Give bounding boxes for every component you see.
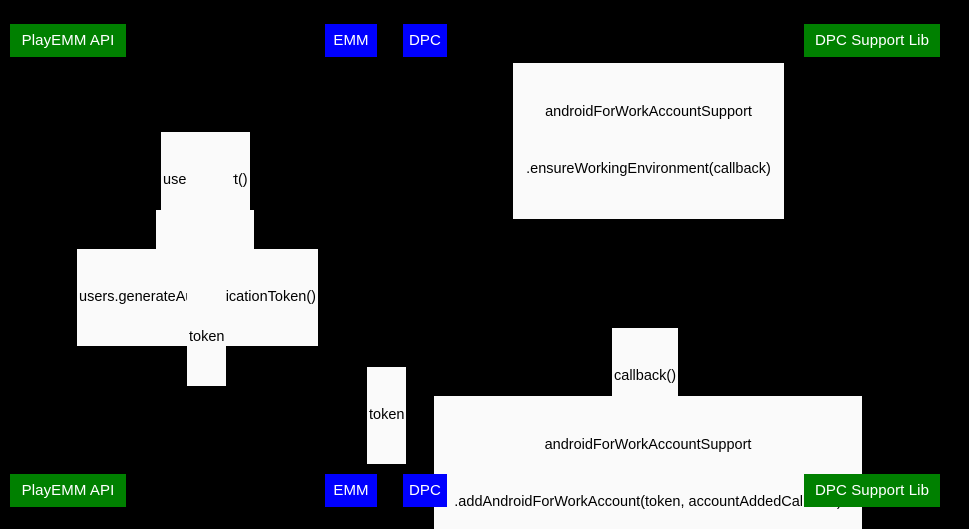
participant-dpc-support-lib-top[interactable]: DPC Support Lib: [804, 24, 940, 57]
message-line-1: token: [189, 329, 225, 345]
message-line-1: token: [369, 407, 405, 423]
participant-playemm-api-bottom[interactable]: PlayEMM API: [10, 474, 126, 507]
message-ensure-working-environment: androidForWorkAccountSupport .ensureWork…: [513, 63, 784, 219]
participant-label: DPC Support Lib: [814, 32, 930, 49]
participant-label: EMM: [333, 482, 369, 499]
participant-label: PlayEMM API: [21, 482, 115, 499]
participant-dpc-top[interactable]: DPC: [403, 24, 447, 57]
message-line-1: androidForWorkAccountSupport: [544, 437, 752, 453]
participant-dpc-bottom[interactable]: DPC: [403, 474, 447, 507]
message-line-1: callback(): [614, 368, 677, 384]
message-line-2: .addAndroidForWorkAccount(token, account…: [454, 494, 842, 510]
participant-label: EMM: [333, 32, 369, 49]
participant-playemm-api-top[interactable]: PlayEMM API: [10, 24, 126, 57]
participant-emm-bottom[interactable]: EMM: [325, 474, 377, 507]
participant-dpc-support-lib-bottom[interactable]: DPC Support Lib: [804, 474, 940, 507]
participant-label: DPC Support Lib: [814, 482, 930, 499]
message-add-android-for-work-account: androidForWorkAccountSupport .addAndroid…: [434, 396, 862, 529]
participant-label: DPC: [409, 482, 441, 499]
participant-label: DPC: [409, 32, 441, 49]
message-line-1: androidForWorkAccountSupport: [545, 104, 752, 120]
message-line-2: .ensureWorkingEnvironment(callback): [526, 161, 771, 177]
message-token-first: token: [187, 289, 227, 386]
participant-emm-top[interactable]: EMM: [325, 24, 377, 57]
participant-label: PlayEMM API: [21, 32, 115, 49]
message-token-second: token: [367, 367, 407, 464]
